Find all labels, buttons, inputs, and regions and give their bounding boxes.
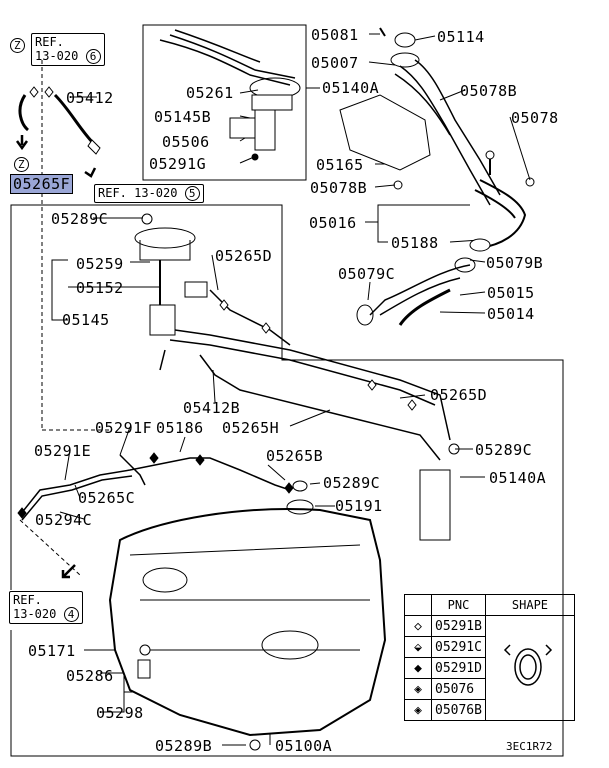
- legend-symbol-icon: ⬙: [404, 636, 432, 658]
- legend-pnc[interactable]: 05291C: [431, 636, 486, 658]
- legend-pnc[interactable]: 05291B: [431, 615, 486, 637]
- legend-pnc[interactable]: 05076: [431, 678, 486, 700]
- part-label-05265f-highlighted[interactable]: 05265F: [10, 174, 74, 194]
- part-label-05286[interactable]: 05286: [66, 667, 114, 685]
- legend-header-pnc: PNC: [431, 594, 486, 616]
- part-label-05289c-a[interactable]: 05289C: [51, 210, 109, 228]
- diagram-code: 3EC1R72: [506, 740, 553, 753]
- part-label-05259[interactable]: 05259: [76, 255, 124, 273]
- part-label-05261[interactable]: 05261: [186, 84, 234, 102]
- part-label-05289c-c[interactable]: 05289C: [323, 474, 381, 492]
- ref-arrow-icon: [61, 564, 76, 579]
- ref-top-box: REF. 13-020 6: [31, 33, 105, 66]
- legend-symbol-icon: ◇: [404, 615, 432, 637]
- ref-top-num: 13-020: [35, 49, 79, 63]
- part-label-05016[interactable]: 05016: [309, 214, 357, 232]
- fuel-tank: [108, 443, 460, 751]
- part-label-05291e[interactable]: 05291E: [34, 442, 92, 460]
- ref-top-circle: 6: [85, 49, 101, 64]
- part-label-05294c[interactable]: 05294C: [35, 511, 93, 529]
- legend-header-shape: SHAPE: [484, 594, 575, 616]
- part-label-05145b[interactable]: 05145B: [154, 108, 212, 126]
- legend-shape-cell: [484, 615, 575, 721]
- legend-symbol-icon: ◆: [404, 657, 432, 679]
- part-label-05079b[interactable]: 05079B: [486, 254, 544, 272]
- legend-row: ⬙ 05291C: [404, 636, 575, 658]
- filler-neck-assembly: [339, 27, 535, 326]
- legend-header-blank: [404, 594, 432, 616]
- ref-top-label: REF.: [35, 35, 64, 49]
- part-label-05171[interactable]: 05171: [28, 642, 76, 660]
- ref-mid-label: REF. 13-020: [98, 186, 178, 200]
- part-label-05191[interactable]: 05191: [335, 497, 383, 515]
- part-label-05265h[interactable]: 05265H: [222, 419, 280, 437]
- part-label-05265c[interactable]: 05265C: [78, 489, 136, 507]
- part-label-05100a[interactable]: 05100A: [275, 737, 333, 755]
- part-label-05506[interactable]: 05506: [162, 133, 210, 151]
- part-label-05188[interactable]: 05188: [391, 234, 439, 252]
- part-label-05079c[interactable]: 05079C: [338, 265, 396, 283]
- part-label-05015[interactable]: 05015: [487, 284, 535, 302]
- fuel-pump-detail: [159, 29, 301, 161]
- legend-symbol-icon: ◈: [404, 678, 432, 700]
- ref-bot-label: REF.: [13, 593, 42, 607]
- part-label-05114[interactable]: 05114: [437, 28, 485, 46]
- part-label-05165[interactable]: 05165: [316, 156, 364, 174]
- part-label-05265b[interactable]: 05265B: [266, 447, 324, 465]
- connector-markers: [17, 86, 417, 519]
- fuel-sender-unit: [134, 213, 208, 336]
- part-label-05291f[interactable]: 05291F: [95, 419, 153, 437]
- part-label-05014[interactable]: 05014: [487, 305, 535, 323]
- part-label-05291g[interactable]: 05291G: [149, 155, 207, 173]
- part-label-05186[interactable]: 05186: [156, 419, 204, 437]
- pnc-legend-table: PNC SHAPE ◇ 05291B ⬙ 05291C ◆ 05291D ◈ 0…: [404, 594, 575, 721]
- part-label-05145[interactable]: 05145: [62, 311, 110, 329]
- part-label-05007[interactable]: 05007: [311, 54, 359, 72]
- ref-bot-circle: 4: [63, 607, 79, 622]
- part-label-05412[interactable]: 05412: [66, 89, 114, 107]
- part-label-05412b[interactable]: 05412B: [183, 399, 241, 417]
- part-label-05140a-b[interactable]: 05140A: [489, 469, 547, 487]
- ref-mid-z: Z: [14, 155, 29, 172]
- ref-bot-num: 13-020: [13, 607, 57, 621]
- legend-pnc[interactable]: 05291D: [431, 657, 486, 679]
- tank-area-frame: [10, 204, 564, 757]
- legend-row: ◇ 05291B: [404, 615, 575, 721]
- legend-row: ◆ 05291D: [404, 657, 575, 679]
- ref-mid-circle: 5: [184, 186, 200, 201]
- fuel-lines: [19, 289, 451, 521]
- part-label-05078b-a[interactable]: 05078B: [460, 82, 518, 100]
- part-label-05265d-b[interactable]: 05265D: [430, 386, 488, 404]
- legend-header-row: PNC SHAPE: [404, 594, 575, 616]
- part-label-05078b-b[interactable]: 05078B: [310, 179, 368, 197]
- pump-detail-frame: [142, 24, 307, 181]
- ref-bot-box: REF. 13-020 4: [9, 591, 83, 624]
- ref-top-z: Z: [10, 36, 25, 53]
- legend-pnc[interactable]: 05076B: [431, 699, 486, 721]
- part-label-05140a-a[interactable]: 05140A: [322, 79, 380, 97]
- part-label-05289c-b[interactable]: 05289C: [475, 441, 533, 459]
- part-label-05081[interactable]: 05081: [311, 26, 359, 44]
- part-label-05298[interactable]: 05298: [96, 704, 144, 722]
- legend-row: ◈ 05076B: [404, 699, 575, 721]
- part-label-05265d-a[interactable]: 05265D: [215, 247, 273, 265]
- arrow-down-icon: [15, 135, 29, 151]
- legend-symbol-icon: ◈: [404, 699, 432, 721]
- part-label-05289b[interactable]: 05289B: [155, 737, 213, 755]
- ref-mid-box: REF. 13-020 5: [94, 184, 204, 203]
- part-label-05152[interactable]: 05152: [76, 279, 124, 297]
- part-label-05078[interactable]: 05078: [511, 109, 559, 127]
